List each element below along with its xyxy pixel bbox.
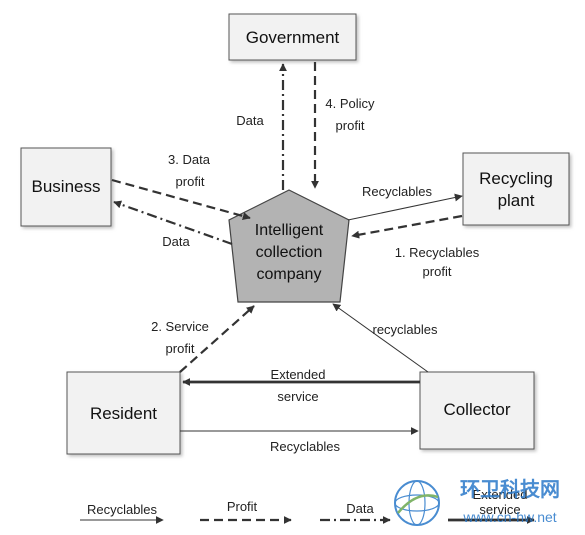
label-policy-profit-line1: 4. Policy (325, 96, 375, 111)
label-data-profit-line2: profit (176, 174, 205, 189)
label-recyclables-profit-line2: profit (423, 264, 452, 279)
edge-data-profit (111, 178, 251, 220)
resident-label: Resident (90, 404, 157, 423)
collector-label: Collector (443, 400, 510, 419)
edge-recyclables-from-collector (332, 303, 429, 373)
edge-data-to-business (113, 200, 233, 246)
edge-recyclables-profit (351, 214, 463, 239)
center-label-line2: collection (256, 244, 323, 261)
label-data-profit-line1: 3. Data (168, 152, 211, 167)
recycling-plant-box (462, 152, 570, 226)
label-recyclables-profit-line1: 1. Recyclables (395, 245, 480, 260)
government-label: Government (246, 28, 340, 47)
legend: Recyclables Profit Data Extended service (80, 487, 535, 524)
watermark-title: 环卫科技网 (460, 477, 560, 501)
watermark-logo-icon (394, 480, 440, 526)
collector-box (419, 371, 535, 450)
edge-recyclables-to-plant (347, 193, 463, 221)
label-extended-service-line1: Extended (271, 367, 326, 382)
edge-service-profit (179, 305, 255, 373)
label-recyclables-resident: Recyclables (270, 439, 341, 454)
resident-box (66, 371, 181, 455)
legend-data-label: Data (346, 501, 374, 516)
label-recyclables-from-collector: recyclables (372, 322, 438, 337)
business-label: Business (32, 177, 101, 196)
center-label-line3: company (257, 266, 322, 283)
watermark: 环卫科技网 www.cn-hw.net (394, 477, 560, 526)
legend-recyclables-label: Recyclables (87, 502, 158, 517)
business-box (20, 147, 112, 227)
label-data-business: Data (162, 234, 190, 249)
legend-extended-label-line2: service (479, 502, 520, 517)
watermark-url: www.cn-hw.net (462, 509, 556, 525)
label-service-profit-line2: profit (166, 341, 195, 356)
legend-profit-label: Profit (227, 499, 258, 514)
label-policy-profit-line2: profit (336, 118, 365, 133)
center-label-line1: Intelligent (255, 222, 324, 239)
label-extended-service-line2: service (277, 389, 318, 404)
government-box (228, 13, 357, 61)
label-recyclables-to-plant: Recyclables (362, 184, 433, 199)
label-data-gov: Data (236, 113, 264, 128)
label-service-profit-line1: 2. Service (151, 319, 209, 334)
recycling-plant-label-line1: Recycling (479, 169, 553, 188)
recycling-plant-label-line2: plant (498, 191, 535, 210)
legend-extended-label-line1: Extended (473, 487, 528, 502)
